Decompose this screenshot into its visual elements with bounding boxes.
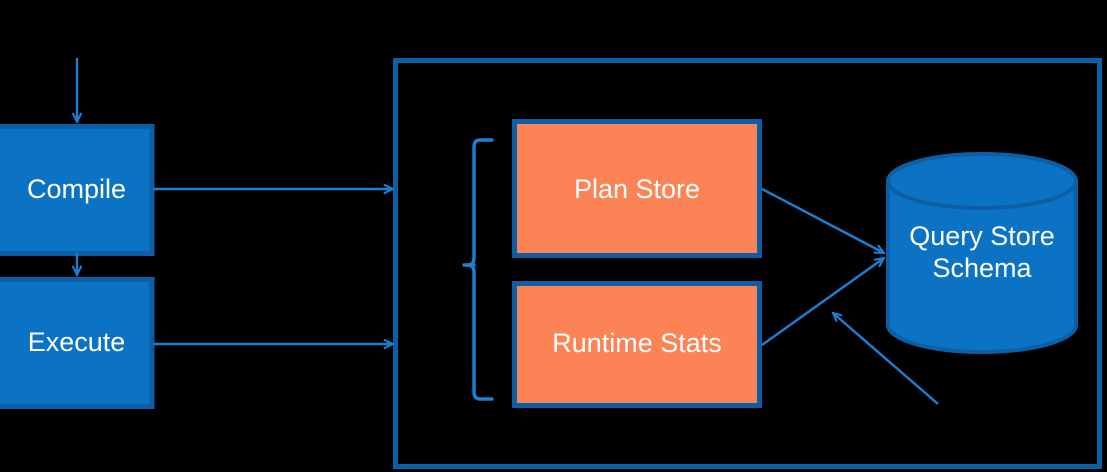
- runtime-stats-to-schema-arrow: [761, 258, 884, 346]
- plan-store-box[interactable]: [512, 119, 762, 258]
- execute-box[interactable]: [0, 277, 155, 409]
- query-store-schema-cylinder[interactable]: [886, 152, 1078, 354]
- query-store-boundary: [393, 58, 1102, 469]
- external-to-schema-arrow: [833, 313, 939, 405]
- plan-store-to-schema-arrow: [761, 187, 884, 255]
- stores-bracket: [462, 138, 494, 401]
- runtime-stats-box[interactable]: [512, 281, 762, 408]
- compile-box[interactable]: [0, 124, 155, 256]
